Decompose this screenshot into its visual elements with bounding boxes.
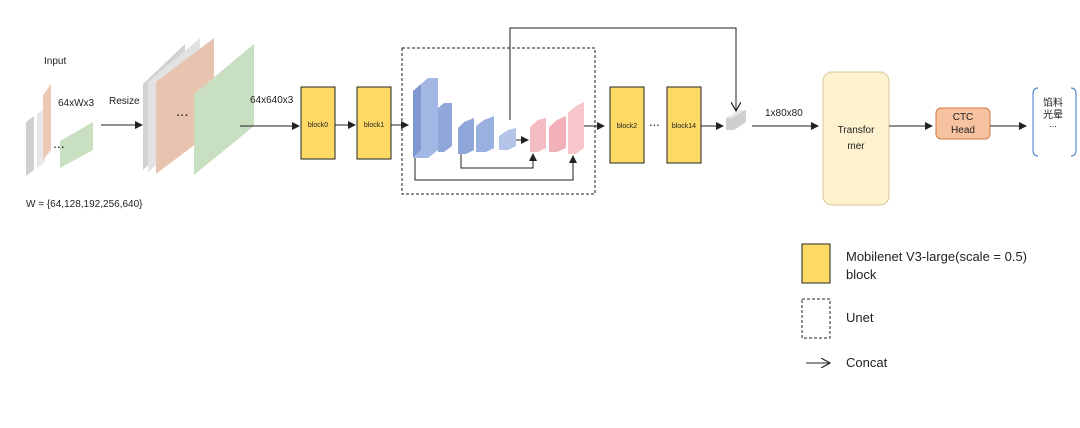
input-image-gray — [26, 116, 34, 176]
block0-label: block0 — [308, 122, 328, 129]
unet-decoder — [530, 102, 584, 154]
ctc-label-line2: Head — [951, 125, 975, 136]
block2 — [609, 86, 645, 164]
width-set-label: W = {64,128,192,256,640} — [26, 199, 143, 210]
input-image-green — [60, 122, 93, 168]
legend-unet-label: Unet — [846, 310, 874, 325]
resize-dots: ... — [176, 103, 189, 120]
block1 — [356, 86, 392, 160]
transformer-block — [822, 71, 890, 206]
ctc-label-line1: CTC — [953, 112, 974, 123]
block2-label: block2 — [617, 123, 637, 130]
input-images — [26, 84, 93, 176]
legend-block-label-line1: Mobilenet V3-large(scale = 0.5) — [846, 249, 1027, 264]
block1-label: block1 — [364, 122, 384, 129]
feature-cube — [726, 110, 746, 130]
legend-unet-swatch — [801, 298, 831, 339]
resized-shape-label: 64x640x3 — [250, 95, 294, 106]
block14-label: block14 — [672, 123, 696, 130]
unet-encoder — [413, 78, 516, 158]
transformer-label-line2: mer — [847, 141, 865, 152]
input-label: Input — [44, 56, 66, 67]
transformer-label-line1: Transfor — [838, 125, 876, 136]
block14 — [666, 86, 702, 164]
resized-images — [143, 38, 254, 175]
concat-skip-line — [509, 27, 736, 120]
block0 — [300, 86, 336, 160]
resized-image-green — [194, 44, 254, 175]
ctc-head-block — [935, 107, 991, 140]
resize-label: Resize — [109, 96, 140, 107]
feature-shape-label: 1x80x80 — [765, 108, 803, 119]
legend-block-swatch — [801, 243, 831, 284]
input-image-tan — [43, 84, 51, 160]
legend: Mobilenet V3-large(scale = 0.5) block Un… — [801, 243, 1027, 370]
output-text-line2: 光晕 — [1043, 108, 1063, 121]
output-bracket — [1032, 87, 1077, 157]
legend-block-label-line2: block — [846, 267, 877, 282]
unet-skip-inner — [460, 153, 537, 169]
unet-box — [401, 47, 596, 195]
input-shape-label: 64xWx3 — [58, 98, 95, 109]
output-text-line3: ... — [1049, 119, 1057, 129]
output-text-line1: 馅料 — [1043, 96, 1063, 109]
input-dots: ... — [53, 135, 65, 151]
legend-concat-label: Concat — [846, 355, 888, 370]
block-dots: ... — [649, 114, 660, 129]
unet-skip-outer — [414, 155, 577, 181]
